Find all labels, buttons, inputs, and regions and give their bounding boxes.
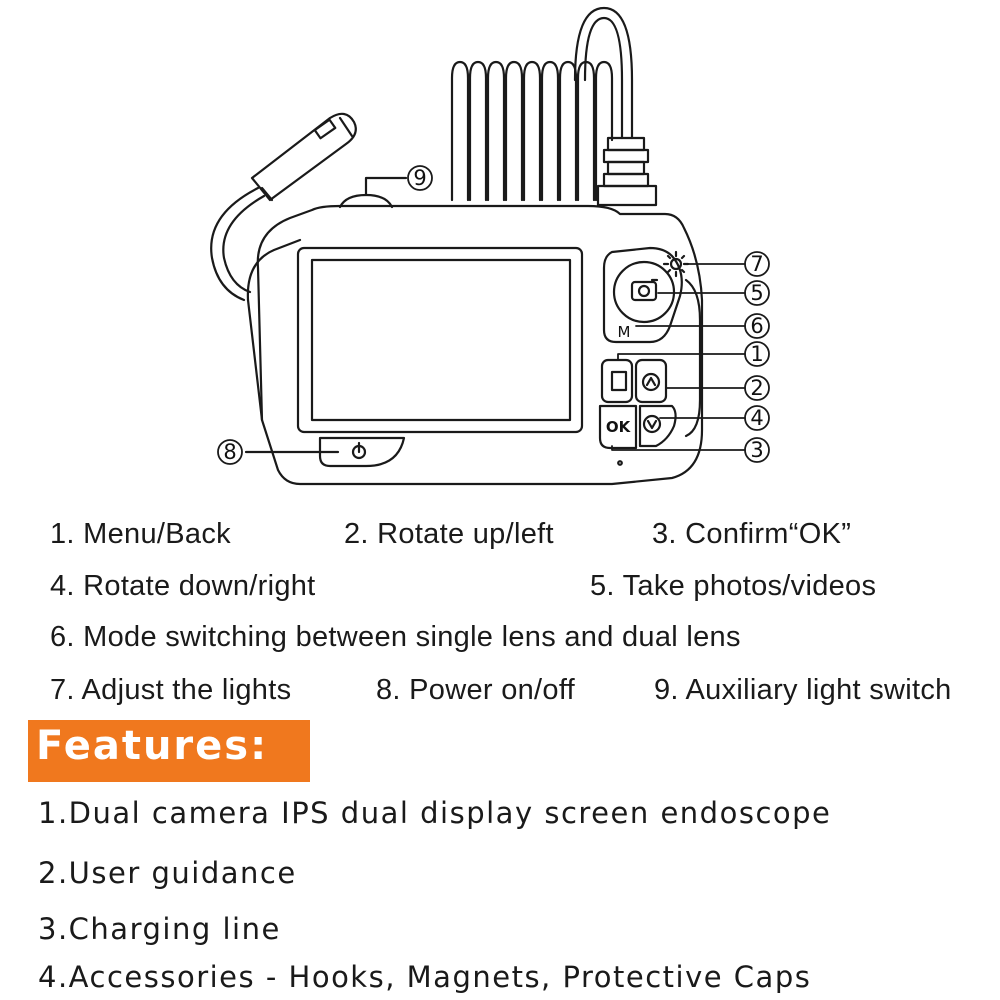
features-title: Features:	[36, 723, 269, 769]
callout-circles	[217, 165, 770, 465]
endoscope-device-illustration: 7 5 6 1 2 4 3 8 9 M OK	[210, 6, 770, 486]
callout-5: 5	[750, 281, 763, 305]
callout-8: 8	[223, 440, 236, 464]
callout-6: 6	[750, 314, 763, 338]
callout-3: 3	[750, 438, 763, 462]
probe-cable	[210, 186, 266, 302]
device-body	[246, 204, 704, 486]
legend-item-6: 6. Mode switching between single lens an…	[50, 621, 741, 653]
callout-1: 1	[750, 342, 763, 366]
probe-head	[250, 112, 357, 202]
legend-item-1: 1. Menu/Back	[50, 518, 231, 550]
power-button	[244, 436, 406, 468]
legend-item-3: 3. Confirm“OK”	[652, 518, 852, 550]
legend-item-2: 2. Rotate up/left	[344, 518, 554, 550]
callout-9: 9	[413, 166, 426, 190]
cable-connector	[596, 136, 658, 207]
legend-item-5: 5. Take photos/videos	[590, 570, 877, 602]
auxiliary-light-button	[338, 176, 408, 209]
features-banner: Features:	[28, 720, 310, 782]
callout-7: 7	[750, 252, 763, 276]
light-adjust-icon	[662, 250, 690, 278]
legend-item-7: 7. Adjust the lights	[50, 674, 292, 706]
mode-button-label: M	[618, 323, 631, 341]
feature-item-4: 4.Accessories - Hooks, Magnets, Protecti…	[38, 960, 812, 994]
control-panel	[598, 246, 690, 466]
feature-item-1: 1.Dual camera IPS dual display screen en…	[38, 796, 832, 830]
legend-item-8: 8. Power on/off	[376, 674, 576, 706]
feature-item-2: 2.User guidance	[38, 856, 297, 890]
ok-button-label: OK	[606, 418, 632, 436]
callout-2: 2	[750, 376, 763, 400]
coiled-cable	[450, 6, 634, 202]
legend-item-4: 4. Rotate down/right	[50, 570, 316, 602]
display-screen	[296, 246, 584, 434]
callout-4: 4	[750, 406, 763, 430]
feature-item-3: 3.Charging line	[38, 912, 281, 946]
callout-leaders	[611, 263, 746, 451]
legend-item-9: 9. Auxiliary light switch	[654, 674, 952, 706]
